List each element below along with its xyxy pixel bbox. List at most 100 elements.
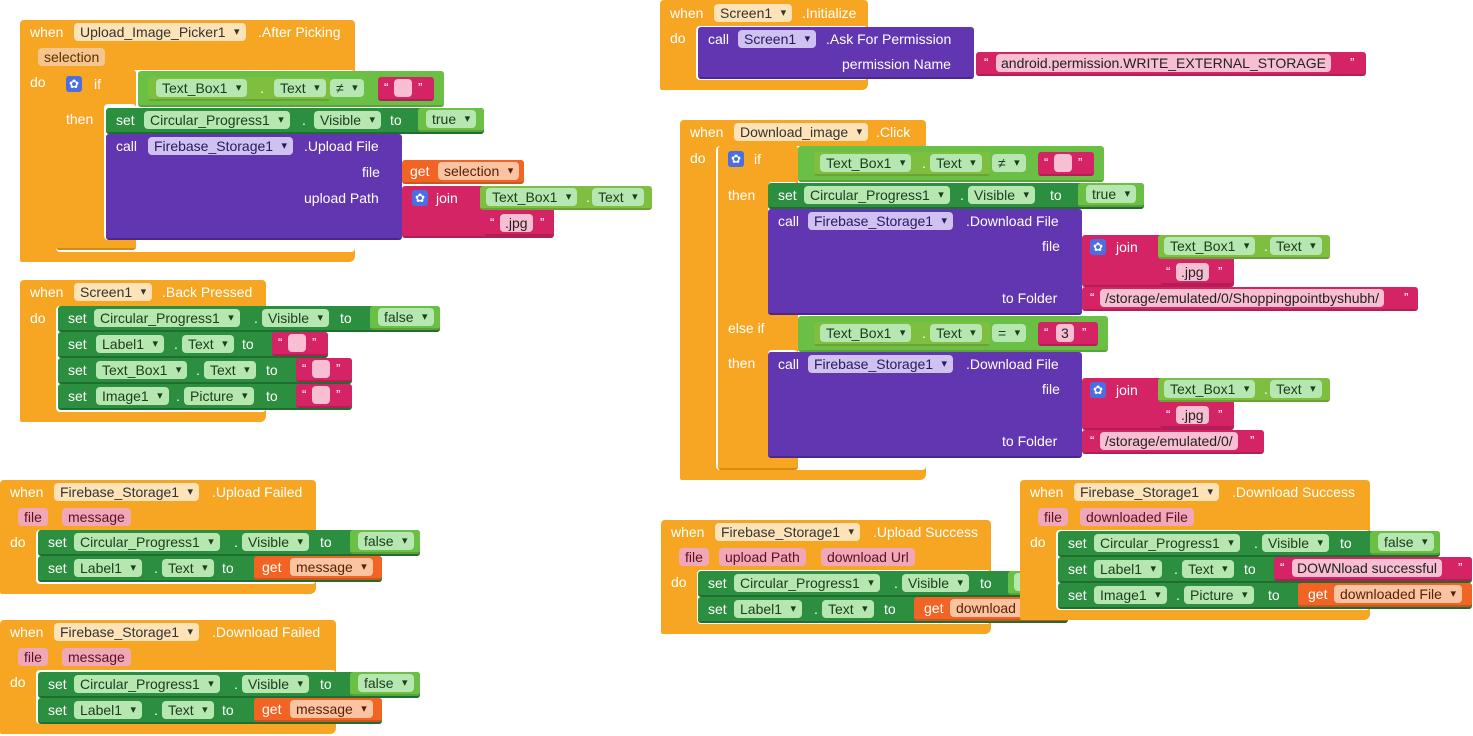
prop-dropdown[interactable]: Visible <box>1262 534 1329 552</box>
set-visible-block[interactable]: set Circular_Progress1 . Visible to fals… <box>698 571 1072 597</box>
bool-false-block[interactable]: false <box>1370 531 1440 555</box>
var-dropdown[interactable]: message <box>290 700 373 718</box>
param-file[interactable]: file <box>18 648 48 666</box>
call-upload-file-block[interactable]: call Firebase_Storage1 .Upload File file… <box>106 134 402 240</box>
component-dropdown[interactable]: Download_image <box>734 123 869 141</box>
neq-dropdown[interactable]: ≠ <box>330 79 364 97</box>
call-ask-permission-block[interactable]: call Screen1 .Ask For Permission permiss… <box>698 27 974 79</box>
getter-text-box1-text[interactable]: Text_Box1 . Text <box>814 152 990 176</box>
comp-dropdown[interactable]: Circular_Progress1 <box>804 186 950 204</box>
getter-text-box1-text[interactable]: Text_Box1 . Text <box>1158 378 1330 402</box>
get-message-block[interactable]: get message <box>254 698 382 722</box>
prop-dropdown[interactable]: Visible <box>242 675 309 693</box>
text-value[interactable]: .jpg <box>1176 406 1209 424</box>
comp-dropdown[interactable]: Text_Box1 <box>486 188 578 206</box>
param-downloaded-file[interactable]: downloaded File <box>1080 508 1194 526</box>
var-dropdown[interactable]: downloaded File <box>1334 585 1462 603</box>
text-value[interactable]: /storage/emulated/0/ <box>1100 432 1238 450</box>
empty-text-block[interactable]: “ ” <box>296 358 352 382</box>
text-value[interactable] <box>1054 154 1072 172</box>
comp-dropdown[interactable]: Label1 <box>96 335 165 353</box>
text-value[interactable]: android.permission.WRITE_EXTERNAL_STORAG… <box>996 54 1331 72</box>
comp-dropdown[interactable]: Circular_Progress1 <box>94 309 240 327</box>
get-selection-block[interactable]: get selection <box>402 160 524 184</box>
comp-dropdown[interactable]: Circular_Progress1 <box>1094 534 1240 552</box>
comp-dropdown[interactable]: Circular_Progress1 <box>74 675 220 693</box>
empty-text-block[interactable]: “ ” <box>272 332 328 356</box>
set-textbox-text-block[interactable]: set Text_Box1 . Text to “ ” <box>58 358 352 384</box>
prop-dropdown[interactable]: Visible <box>968 186 1035 204</box>
prop-dropdown[interactable]: Text <box>162 701 214 719</box>
prop-dropdown[interactable]: Visible <box>902 574 969 592</box>
prop-dropdown[interactable]: Text <box>592 188 644 206</box>
text-value[interactable]: /storage/emulated/0/Shoppingpointbyshubh… <box>1100 289 1384 307</box>
comp-dropdown[interactable]: Label1 <box>734 600 803 618</box>
comp-dropdown[interactable]: Text_Box1 <box>96 361 188 379</box>
text-value[interactable] <box>288 334 306 352</box>
folder-text-block[interactable]: “ /storage/emulated/0/ ” <box>1082 430 1264 454</box>
text-value[interactable]: .jpg <box>500 214 533 232</box>
comp-dropdown[interactable]: Label1 <box>74 559 143 577</box>
set-label-text-block[interactable]: set Label1 . Text to get download Url <box>698 597 1068 623</box>
set-label-text-block[interactable]: set Label1 . Text to “ ” <box>58 332 328 358</box>
prop-dropdown[interactable]: Text <box>274 79 326 97</box>
bool-dropdown[interactable]: true <box>426 110 477 128</box>
comp-dropdown[interactable]: Label1 <box>1094 560 1163 578</box>
set-visible-block[interactable]: set Circular_Progress1 . Visible to fals… <box>58 306 440 332</box>
empty-text-block[interactable]: “ ” <box>378 77 434 101</box>
comp-dropdown[interactable]: Label1 <box>74 701 143 719</box>
component-dropdown[interactable]: Firebase_Storage1 <box>1074 483 1220 501</box>
prop-dropdown[interactable]: Text <box>822 600 874 618</box>
jpg-text-block[interactable]: “ .jpg ” <box>1160 404 1234 428</box>
bool-dropdown[interactable]: false <box>378 308 434 326</box>
param-download-url[interactable]: download Url <box>821 548 915 566</box>
call-download-file-block[interactable]: call Firebase_Storage1 .Download File fi… <box>768 209 1082 315</box>
getter-text-box1-text[interactable]: Text_Box1 . Text <box>480 186 652 210</box>
compare-block[interactable]: Text_Box1 . Text ≠ “ ” <box>798 146 1104 182</box>
component-dropdown[interactable]: Firebase_Storage1 <box>54 483 200 501</box>
set-label-text-block[interactable]: set Label1 . Text to get message <box>38 698 382 724</box>
comp-dropdown[interactable]: Image1 <box>1094 586 1167 604</box>
comp-dropdown[interactable]: Screen1 <box>738 30 817 48</box>
text-value[interactable]: 3 <box>1056 324 1074 342</box>
comp-dropdown[interactable]: Image1 <box>96 387 169 405</box>
text-value[interactable]: .jpg <box>1176 263 1209 281</box>
component-dropdown[interactable]: Firebase_Storage1 <box>715 523 861 541</box>
set-label-text-block[interactable]: set Label1 . Text to get message <box>38 556 382 582</box>
comp-dropdown[interactable]: Circular_Progress1 <box>734 574 880 592</box>
bool-dropdown[interactable]: false <box>358 532 414 550</box>
folder-text-block[interactable]: “ /storage/emulated/0/Shoppingpointbyshu… <box>1082 287 1418 311</box>
param-file[interactable]: file <box>1038 508 1068 526</box>
bool-true-block[interactable]: true <box>418 108 484 132</box>
param-message[interactable]: message <box>62 648 131 666</box>
get-message-block[interactable]: get message <box>254 556 382 580</box>
comp-dropdown[interactable]: Text_Box1 <box>156 79 248 97</box>
prop-dropdown[interactable]: Text <box>930 154 982 172</box>
bool-dropdown[interactable]: true <box>1086 185 1137 203</box>
prop-dropdown[interactable]: Text <box>1182 560 1234 578</box>
param-upload-path[interactable]: upload Path <box>719 548 806 566</box>
bool-false-block[interactable]: false <box>370 306 440 330</box>
prop-dropdown[interactable]: Picture <box>1184 586 1254 604</box>
gear-icon[interactable]: ✿ <box>728 151 744 167</box>
prop-dropdown[interactable]: Visible <box>314 111 381 129</box>
comp-dropdown[interactable]: Text_Box1 <box>820 154 912 172</box>
text-value[interactable] <box>394 79 412 97</box>
prop-dropdown[interactable]: Text <box>162 559 214 577</box>
comp-dropdown[interactable]: Circular_Progress1 <box>74 533 220 551</box>
getter-text-box1-text[interactable]: Text_Box1 . Text <box>814 322 990 346</box>
param-message[interactable]: message <box>62 508 131 526</box>
permission-text-block[interactable]: “ android.permission.WRITE_EXTERNAL_STOR… <box>976 52 1366 76</box>
gear-icon[interactable]: ✿ <box>66 76 82 92</box>
text-value[interactable] <box>312 360 330 378</box>
set-label-text-block[interactable]: set Label1 . Text to “ DOWNload successf… <box>1058 557 1472 583</box>
jpg-text-block[interactable]: “ .jpg ” <box>1160 261 1234 285</box>
neq-dropdown[interactable]: ≠ <box>992 154 1026 172</box>
set-visible-block[interactable]: set Circular_Progress1 . Visible to fals… <box>1058 531 1440 557</box>
text-value[interactable]: DOWNload successful <box>1292 559 1443 577</box>
param-selection[interactable]: selection <box>38 48 106 66</box>
gear-icon[interactable]: ✿ <box>1090 382 1106 398</box>
comp-dropdown[interactable]: Circular_Progress1 <box>144 111 290 129</box>
compare-eq-block[interactable]: Text_Box1 . Text = “ 3 ” <box>798 316 1108 352</box>
set-image-picture-block[interactable]: set Image1 . Picture to get downloaded F… <box>1058 583 1472 609</box>
